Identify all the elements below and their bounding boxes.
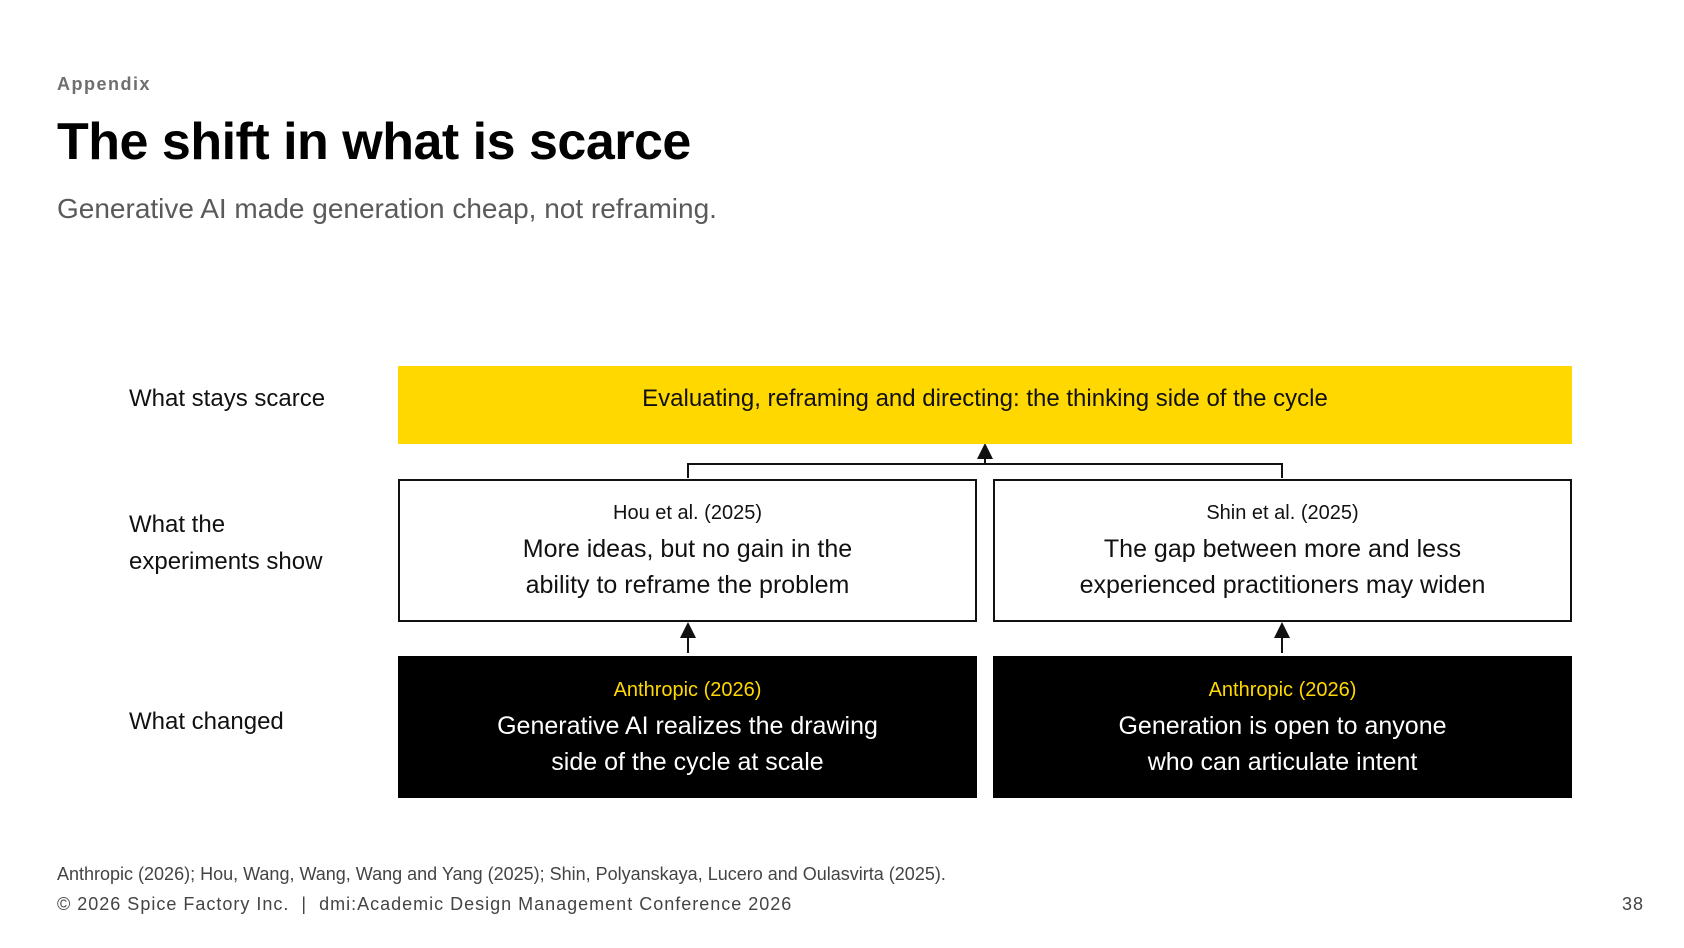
finding-line: experienced practitioners may widen [1079,571,1486,599]
copyright: © 2026 Spice Factory Inc. [57,894,290,914]
change-citation: Anthropic (2026) [613,678,762,701]
experiment-citation: Shin et al. (2025) [1206,502,1359,524]
finding-line: ability to reframe the problem [525,571,850,599]
change-box-drawing-at-scale: Anthropic (2026) Generative AI realizes … [398,656,977,798]
row-label-what-stays-scarce: What stays scarce [129,385,326,412]
footer-separator: | [301,894,308,914]
scarce-thinking-box: Evaluating, reframing and directing: the… [398,366,1572,444]
change-statement: Generation is open to anyone who can art… [1118,708,1446,780]
change-citation: Anthropic (2026) [1208,678,1357,701]
conference-name: dmi:Academic Design Management Conferenc… [319,894,793,914]
experiment-finding: More ideas, but no gain in the ability t… [523,531,852,603]
experiment-box-hou: Hou et al. (2025) More ideas, but no gai… [398,479,977,622]
experiment-finding: The gap between more and less experience… [1080,531,1486,603]
page-subtitle: Generative AI made generation cheap, not… [57,193,717,224]
page-number: 38 [1621,894,1644,914]
row-label-line: What the [129,511,226,538]
references: Anthropic (2026); Hou, Wang, Wang, Wang … [57,864,946,884]
experiment-citation: Hou et al. (2025) [613,502,762,524]
statement-line: Generation is open to anyone [1118,711,1447,740]
change-statement: Generative AI realizes the drawing side … [497,708,878,780]
page-title: The shift in what is scarce [57,113,691,171]
statement-line: Generative AI realizes the drawing [497,711,878,740]
merge-connector [687,443,1283,478]
statement-line: side of the cycle at scale [551,747,824,776]
finding-line: The gap between more and less [1103,535,1462,563]
footer-copyright-line: © 2026 Spice Factory Inc. | dmi:Academic D… [57,894,792,915]
experiment-box-shin: Shin et al. (2025) The gap between more … [993,479,1572,622]
row-label-what-changed: What changed [129,708,284,735]
finding-line: More ideas, but no gain in the [522,535,853,563]
row-label-what-the-experiments-show: What the experiments show [129,506,322,580]
row-label-line: experiments show [129,548,323,575]
section-eyebrow: Appendix [57,74,152,94]
change-box-open-to-anyone: Anthropic (2026) Generation is open to a… [993,656,1572,798]
scarce-thinking-text: Evaluating, reframing and directing: the… [642,385,1328,412]
statement-line: who can articulate intent [1147,747,1418,776]
